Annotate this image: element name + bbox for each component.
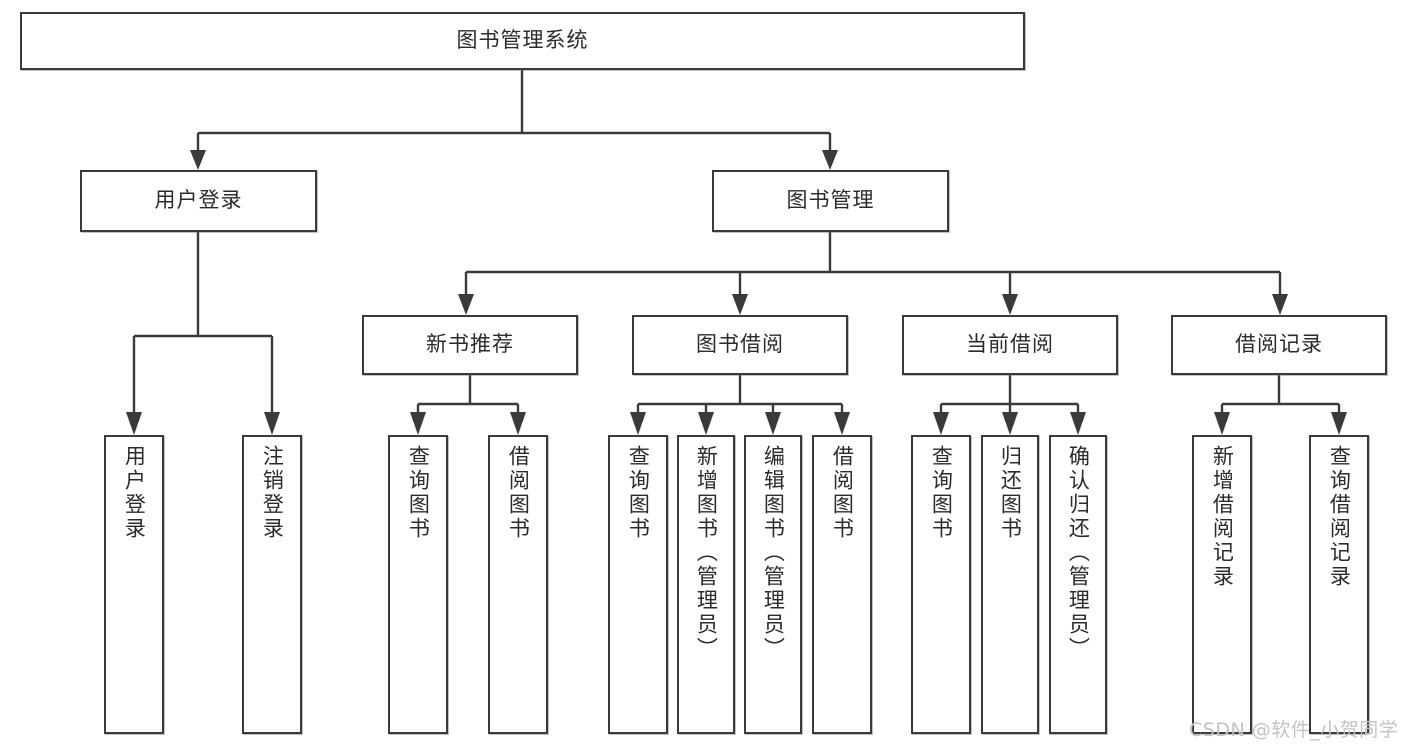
leaf-edit-book-admin[interactable]: 编辑图书（管理员） (744, 435, 802, 734)
leaf-confirm-return-admin[interactable]: 确认归还（管理员） (1049, 435, 1107, 734)
node-label: 注销登录 (260, 445, 285, 541)
node-current-borrow[interactable]: 当前借阅 (902, 315, 1118, 375)
node-label: 查询图书 (626, 445, 651, 541)
node-new-book-recommend[interactable]: 新书推荐 (362, 315, 578, 375)
node-label: 当前借阅 (966, 332, 1054, 357)
leaf-query-borrow-record[interactable]: 查询借阅记录 (1309, 435, 1369, 734)
node-label: 查询图书 (406, 445, 431, 541)
node-label: 用户登录 (154, 188, 243, 213)
node-book-management[interactable]: 图书管理 (712, 170, 949, 232)
node-label: 新增图书（管理员） (694, 445, 719, 661)
node-label: 借阅记录 (1235, 332, 1323, 357)
node-label: 借阅图书 (830, 445, 855, 541)
leaf-query-book-borrow[interactable]: 查询图书 (608, 435, 668, 734)
node-borrow-record[interactable]: 借阅记录 (1171, 315, 1387, 375)
leaf-logout[interactable]: 注销登录 (242, 435, 302, 734)
node-label: 用户登录 (122, 445, 147, 541)
node-label: 编辑图书（管理员） (761, 445, 786, 661)
leaf-add-borrow-record[interactable]: 新增借阅记录 (1192, 435, 1252, 734)
node-user-login[interactable]: 用户登录 (80, 170, 317, 232)
node-root-system[interactable]: 图书管理系统 (20, 12, 1025, 70)
node-label: 新书推荐 (426, 332, 514, 357)
csdn-watermark: CSDN @软件_小贺同学 (1189, 719, 1399, 741)
leaf-query-book-recommend[interactable]: 查询图书 (388, 435, 448, 734)
leaf-user-login[interactable]: 用户登录 (104, 435, 164, 734)
leaf-add-book-admin[interactable]: 新增图书（管理员） (677, 435, 735, 734)
leaf-borrow-book[interactable]: 借阅图书 (812, 435, 872, 734)
node-label: 图书管理系统 (456, 28, 589, 53)
node-label: 图书管理 (786, 188, 875, 213)
node-label: 确认归还（管理员） (1066, 445, 1091, 661)
node-label: 查询借阅记录 (1327, 445, 1352, 589)
node-label: 归还图书 (998, 445, 1023, 541)
node-book-borrow[interactable]: 图书借阅 (632, 315, 848, 375)
node-label: 新增借阅记录 (1210, 445, 1235, 589)
node-label: 借阅图书 (506, 445, 531, 541)
leaf-return-book[interactable]: 归还图书 (981, 435, 1039, 734)
leaf-borrow-book-recommend[interactable]: 借阅图书 (488, 435, 548, 734)
leaf-query-book-current[interactable]: 查询图书 (911, 435, 971, 734)
node-label: 查询图书 (929, 445, 954, 541)
node-label: 图书借阅 (696, 332, 784, 357)
